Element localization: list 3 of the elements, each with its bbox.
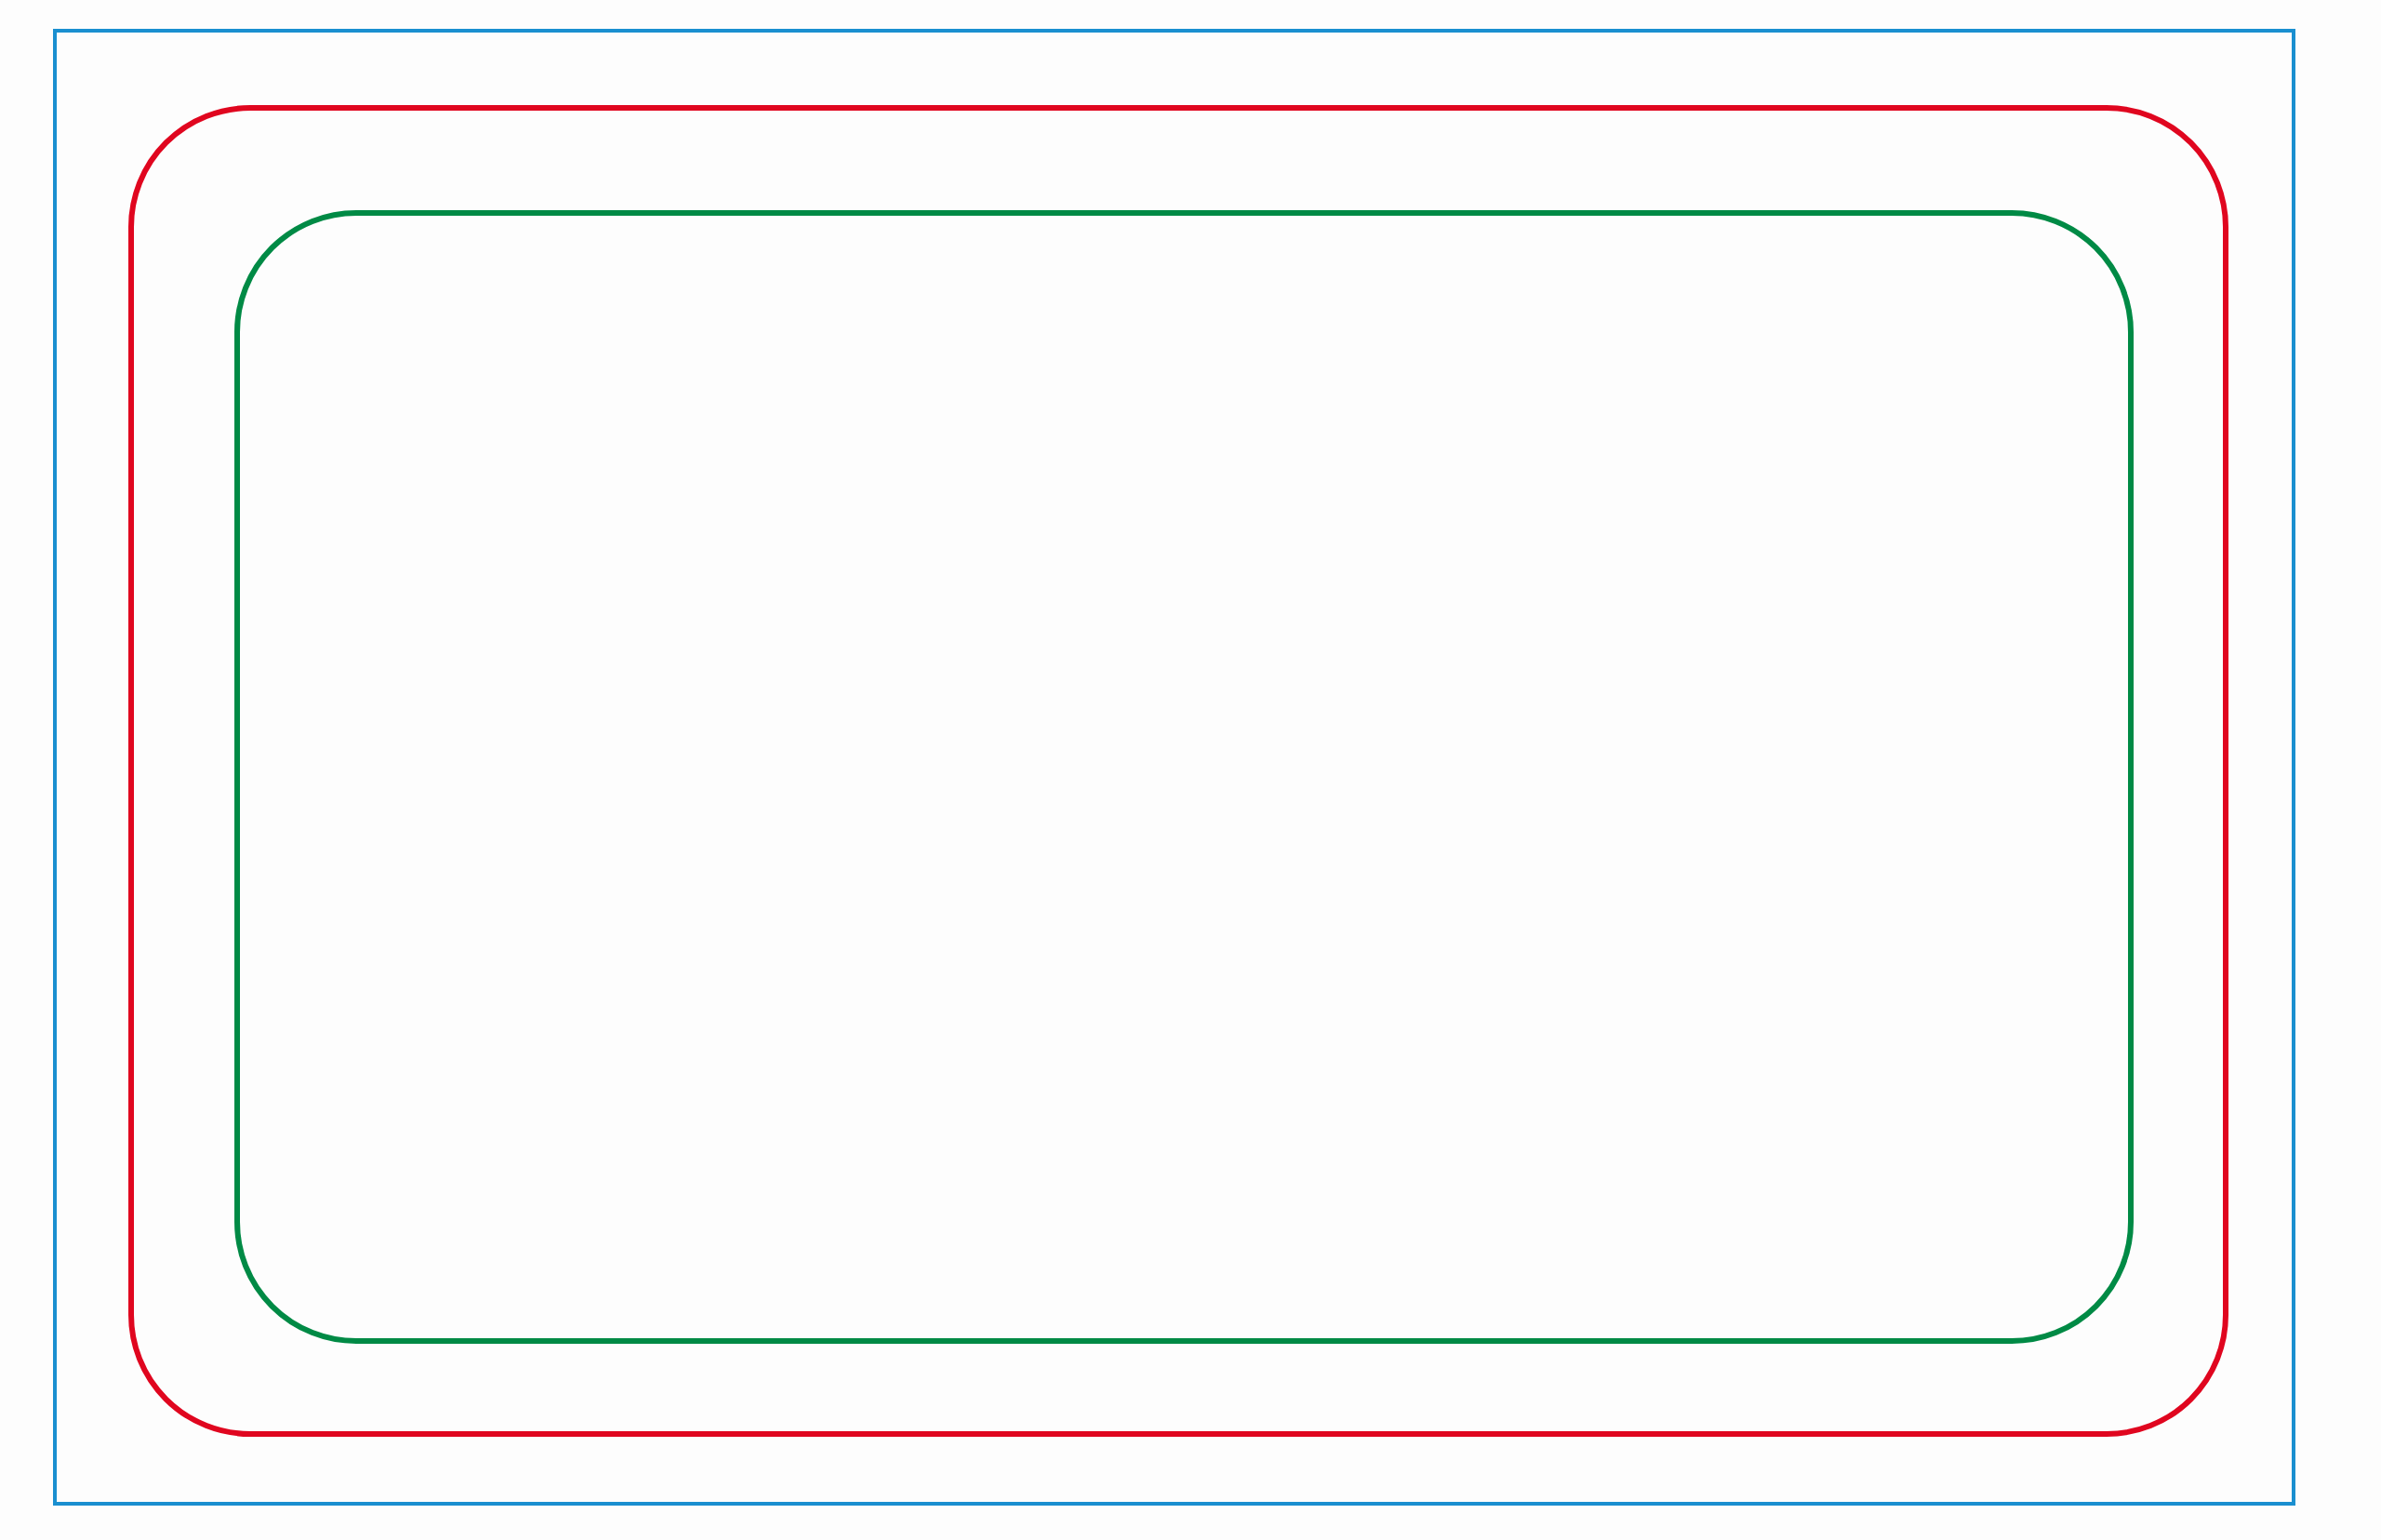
outer-frame bbox=[53, 29, 2295, 1506]
inner-rounded-frame bbox=[234, 210, 2134, 1344]
rounded-frame bbox=[128, 105, 2228, 1437]
